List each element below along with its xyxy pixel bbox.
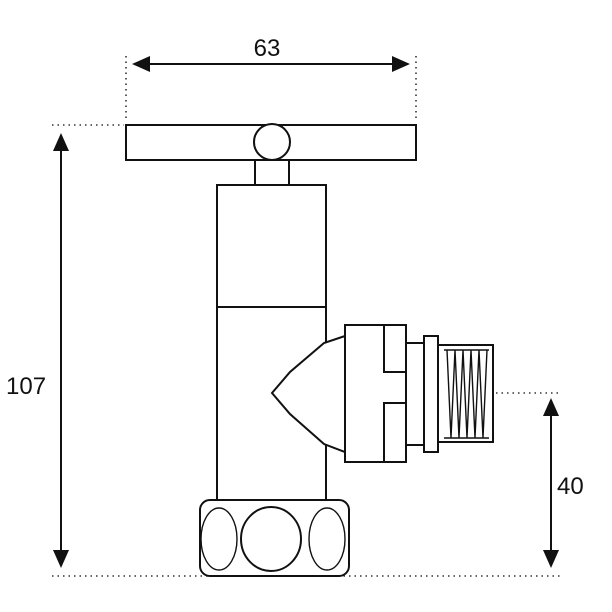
bottom-hex-nut: [199, 499, 350, 577]
nut-facet-bottom: [383, 402, 406, 462]
outlet-height-dimension: 40: [543, 398, 584, 568]
nut-face-center: [240, 506, 302, 572]
valve-main-body: [216, 184, 327, 506]
outlet-arrow-bottom: [543, 550, 559, 568]
valve-body: [125, 123, 494, 577]
outlet-nut: [344, 324, 407, 463]
nut-facet-top: [383, 325, 406, 373]
height-dimension: 107: [6, 133, 69, 568]
outlet-height-dimension-label: 40: [557, 473, 584, 500]
valve-stem: [254, 156, 290, 186]
height-arrow-bottom: [53, 550, 69, 568]
nut-face-right: [308, 507, 346, 571]
nut-face-left: [200, 507, 238, 571]
width-arrow-right: [392, 56, 410, 72]
width-dimension: 63: [132, 35, 410, 72]
height-dimension-label: 107: [6, 373, 46, 400]
width-arrow-left: [132, 56, 150, 72]
outlet-cone: [270, 334, 346, 454]
outlet-arrow-top: [543, 398, 559, 416]
handle-knob: [253, 123, 291, 161]
height-arrow-top: [53, 133, 69, 151]
width-dimension-label: 63: [254, 35, 281, 62]
outlet-flange: [423, 335, 439, 453]
thread-lines: [444, 349, 489, 439]
